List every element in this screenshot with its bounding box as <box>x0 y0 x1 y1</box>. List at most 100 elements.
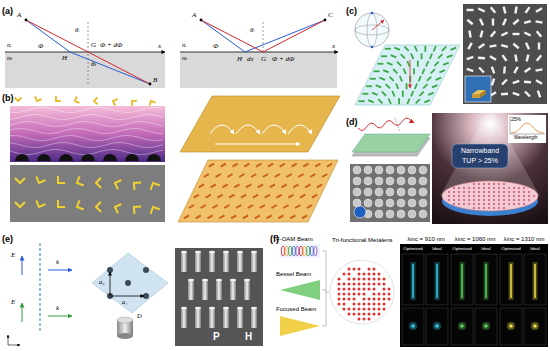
figure-shape <box>338 303 341 306</box>
figure-shape <box>364 199 372 207</box>
figure-panel: (e) <box>0 228 266 351</box>
figure-shape <box>125 154 139 161</box>
figure-shape <box>338 278 341 281</box>
figure-shape <box>209 308 215 328</box>
figure-label: H <box>62 55 67 62</box>
figure-shape <box>508 199 510 201</box>
figure-shape <box>230 279 236 281</box>
figure-shape <box>513 187 515 189</box>
figure-shape <box>533 262 538 300</box>
figure-shape <box>368 308 371 311</box>
figure-shape <box>500 308 522 345</box>
figure-shape <box>478 67 485 74</box>
figure-shape <box>375 199 383 207</box>
figure-shape <box>419 210 427 218</box>
figure-shape <box>536 31 542 38</box>
figure-label: Bessel Beam <box>276 271 311 277</box>
figure-shape <box>251 252 257 272</box>
figure-shape <box>498 191 500 193</box>
figure-shape <box>10 108 163 161</box>
figure-shape <box>375 210 383 218</box>
figure-shape <box>10 165 165 222</box>
figure-shape <box>378 313 381 316</box>
figure-shape <box>463 203 465 205</box>
figure-shape <box>432 113 548 224</box>
figure-shape <box>10 115 163 120</box>
figure-shape <box>378 278 381 281</box>
figure-shape <box>314 246 317 256</box>
figure-shape <box>237 251 243 253</box>
figure-label: Ideal <box>481 247 490 251</box>
figure-shape <box>498 187 500 189</box>
figure-shape <box>132 101 137 106</box>
figure-shape <box>290 214 296 219</box>
figure-shape <box>484 324 488 328</box>
figure-shape <box>200 19 203 22</box>
figure-shape <box>404 46 410 52</box>
figure-shape <box>473 191 475 193</box>
figure-shape <box>281 183 287 188</box>
figure-shape <box>266 214 272 219</box>
figure-shape <box>338 293 341 296</box>
figure-shape <box>242 214 248 219</box>
figure-shape <box>443 62 449 66</box>
figure-shape <box>514 6 518 13</box>
figure-shape <box>372 92 378 96</box>
figure-shape <box>362 93 368 95</box>
figure-shape <box>513 203 515 205</box>
figure-shape <box>355 13 389 47</box>
figure-shape <box>398 98 400 104</box>
figure-shape <box>134 183 141 191</box>
figure-label: λinc = 1310 nm <box>504 236 545 242</box>
figure-shape <box>363 318 366 321</box>
figure-shape <box>378 98 384 104</box>
figure-label: θᵢ <box>250 27 255 34</box>
figure-shape <box>406 83 408 89</box>
figure-shape <box>397 199 405 207</box>
panel-letter: (c) <box>346 7 357 17</box>
figure-shape <box>311 194 317 199</box>
figure-label: D <box>137 313 142 320</box>
figure-shape <box>507 322 515 330</box>
figure-shape <box>383 308 386 311</box>
figure-shape <box>498 207 500 209</box>
figure-shape <box>364 188 372 196</box>
figure-shape <box>436 264 438 298</box>
figure-shape <box>183 163 332 219</box>
figure-shape <box>280 316 320 336</box>
figure-shape <box>394 47 400 51</box>
figure-shape <box>358 278 361 281</box>
figure-shape <box>408 199 416 207</box>
figure-label: x <box>332 43 335 50</box>
figure-shape <box>435 77 441 81</box>
figure-shape <box>201 20 325 52</box>
figure-shape <box>220 163 226 168</box>
figure-shape <box>397 177 405 185</box>
figure-shape <box>175 248 263 346</box>
figure-shape <box>467 9 474 11</box>
figure-shape <box>513 43 520 49</box>
figure-shape <box>281 246 284 256</box>
figure-shape <box>10 150 163 155</box>
figure-label: Φ <box>213 43 218 50</box>
figure-shape <box>181 307 187 309</box>
figure-shape <box>503 195 505 197</box>
figure-shape <box>181 251 187 253</box>
figure-label: nₜ <box>7 55 12 62</box>
figure-shape <box>478 195 480 197</box>
panel-letter: (d) <box>346 118 358 128</box>
figure-shape <box>295 204 301 209</box>
figure-shape <box>326 163 332 168</box>
figure-label: θₜ <box>91 61 96 68</box>
figure-shape <box>383 283 386 286</box>
trifunctional-metalens-art <box>280 244 548 347</box>
figure-shape <box>149 101 155 106</box>
figure-label: λinc = 1060 nm <box>455 236 496 242</box>
phase-gradient-art <box>10 96 340 222</box>
figure-shape <box>353 177 361 185</box>
figure-shape <box>251 308 257 328</box>
figure-shape <box>448 191 450 193</box>
figure-shape <box>432 84 438 88</box>
figure-shape <box>358 268 361 271</box>
figure-shape <box>463 187 465 189</box>
